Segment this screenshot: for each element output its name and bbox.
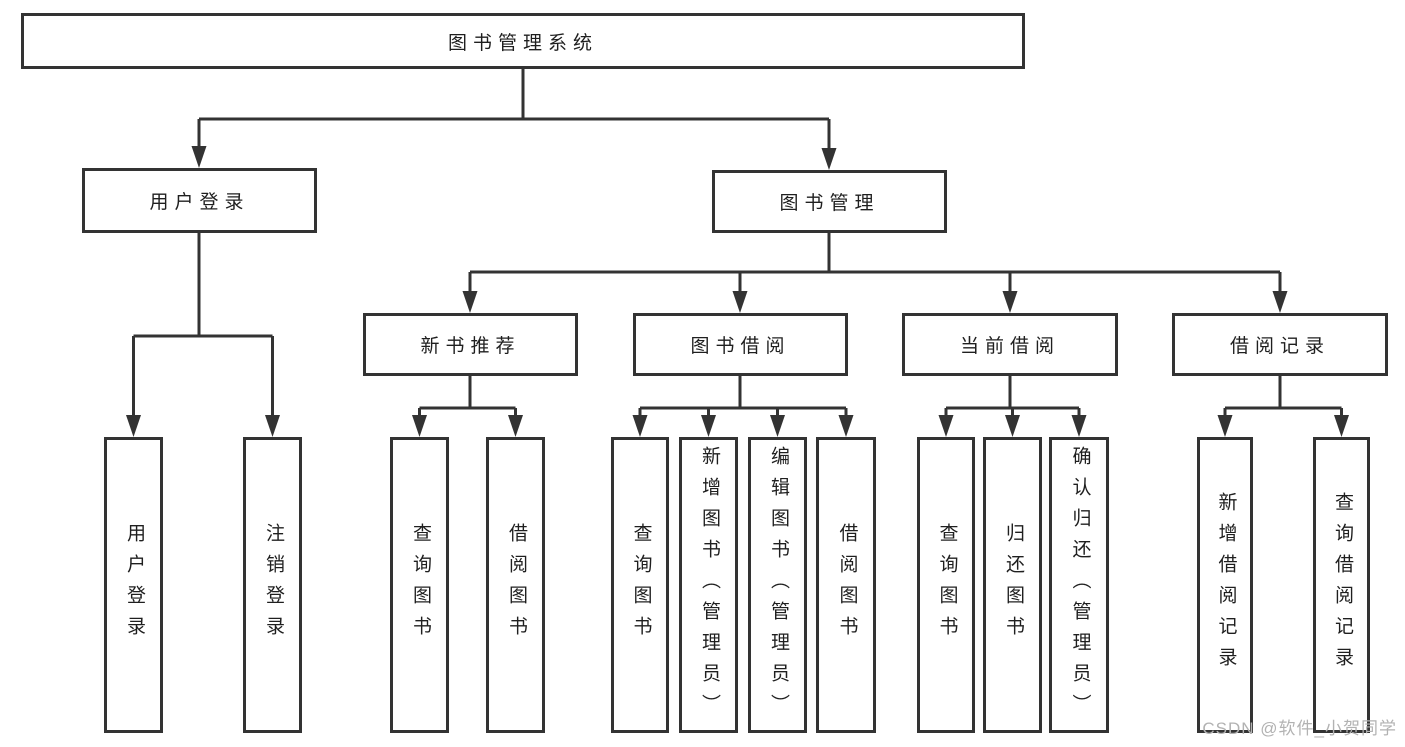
node-label: 借阅图书	[836, 523, 858, 647]
leaf-confirm-return-admin: 确认归还（管理员）	[1049, 437, 1109, 733]
node-label: 用户登录	[149, 192, 250, 213]
node-label: 注销登录	[262, 523, 284, 647]
node-label: 用户登录	[123, 523, 145, 647]
node-label: 新增借阅记录	[1215, 492, 1237, 678]
arrowheads	[126, 146, 1349, 437]
node-label: 编辑图书（管理员）	[767, 445, 789, 725]
node-label: 图书借阅	[690, 336, 791, 357]
node-label: 图书管理	[779, 193, 880, 214]
leaf-add-books-admin: 新增图书（管理员）	[679, 437, 738, 733]
node-label: 新增图书（管理员）	[698, 445, 720, 725]
node-label: 确认归还（管理员）	[1069, 445, 1091, 725]
node-label: 借阅记录	[1229, 336, 1330, 357]
node-new-book-recommendation: 新书推荐	[363, 313, 578, 376]
node-book-management: 图书管理	[712, 170, 947, 233]
node-root-library-management-system: 图书管理系统	[21, 13, 1025, 69]
leaf-query-books-recommend: 查询图书	[390, 437, 449, 733]
leaf-borrow-books-recommend: 借阅图书	[486, 437, 545, 733]
leaf-query-books-borrow: 查询图书	[611, 437, 669, 733]
node-borrowing-records: 借阅记录	[1172, 313, 1388, 376]
node-label: 归还图书	[1002, 523, 1024, 647]
leaf-query-books-current: 查询图书	[917, 437, 975, 733]
node-label: 查询图书	[630, 523, 652, 647]
node-book-borrowing: 图书借阅	[633, 313, 848, 376]
node-user-login: 用户登录	[82, 168, 317, 233]
leaf-add-borrow-record: 新增借阅记录	[1197, 437, 1253, 733]
node-current-borrowing: 当前借阅	[902, 313, 1118, 376]
leaf-logout: 注销登录	[243, 437, 302, 733]
node-label: 新书推荐	[420, 336, 521, 357]
node-label: 图书管理系统	[447, 32, 598, 54]
node-label: 查询图书	[409, 523, 431, 647]
leaf-user-login: 用户登录	[104, 437, 163, 733]
node-label: 借阅图书	[505, 523, 527, 647]
csdn-watermark: CSDN @软件_小贺同学	[1202, 719, 1397, 738]
leaf-return-books: 归还图书	[983, 437, 1042, 733]
node-label: 查询图书	[936, 523, 958, 647]
node-label: 当前借阅	[959, 336, 1060, 357]
leaf-query-borrow-record: 查询借阅记录	[1313, 437, 1370, 733]
leaf-borrow-books: 借阅图书	[816, 437, 876, 733]
node-label: 查询借阅记录	[1331, 492, 1353, 678]
leaf-edit-books-admin: 编辑图书（管理员）	[748, 437, 807, 733]
